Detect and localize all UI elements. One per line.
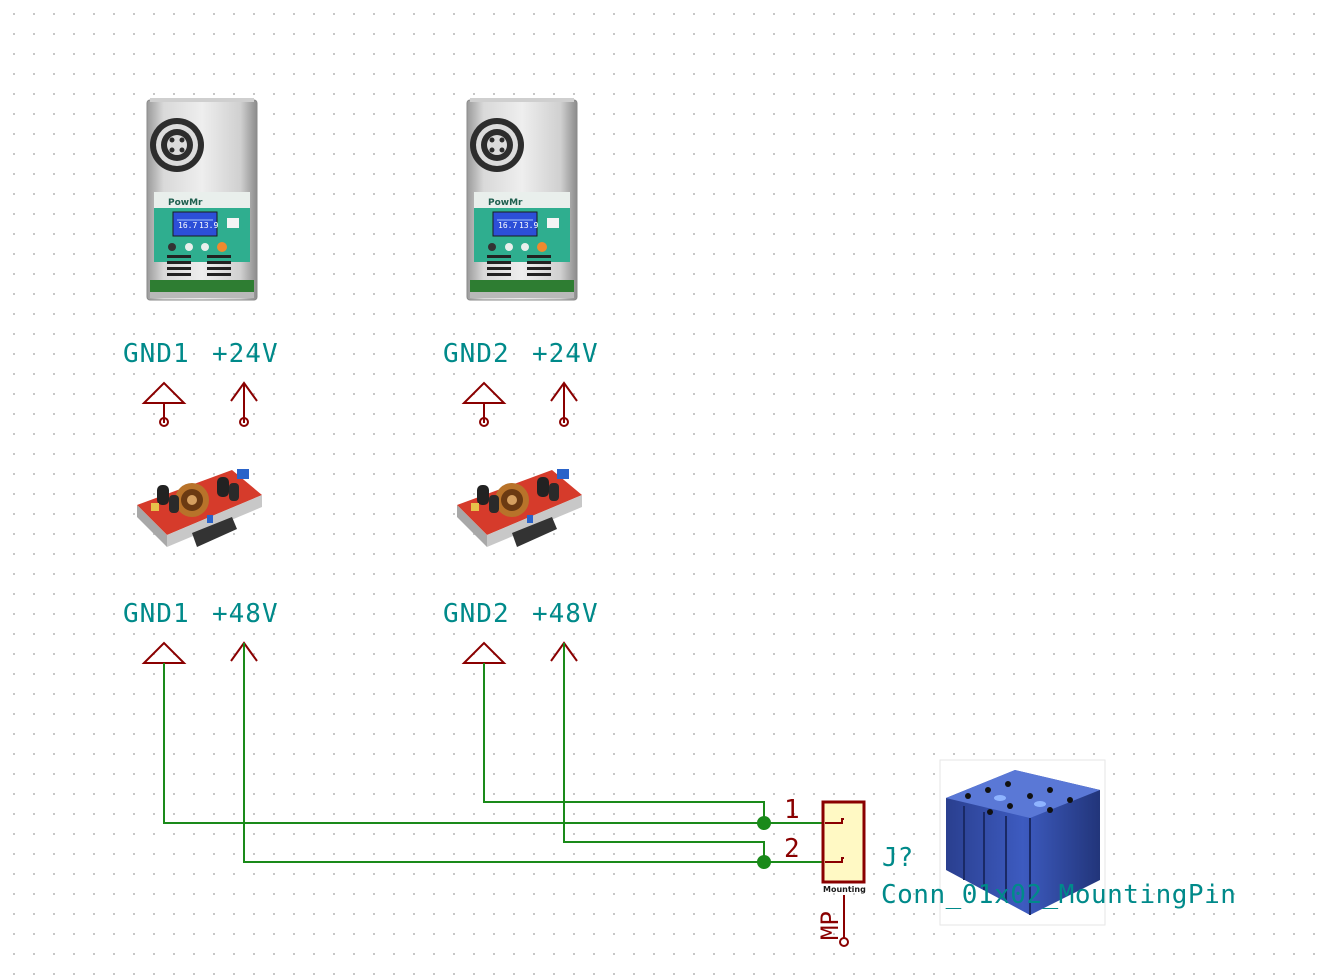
wire-gnd1[interactable] <box>163 663 825 824</box>
battery-pack-image <box>939 759 1106 926</box>
controller-1-brand: PowMr <box>168 198 203 208</box>
connector-reference[interactable]: J? <box>882 843 913 873</box>
wire-48v-1[interactable] <box>243 643 825 863</box>
controller-1-display-left: 16.7 <box>178 221 197 230</box>
controller-1-display-right: 13.9 <box>199 221 218 230</box>
connector-pin2-number: 2 <box>784 834 800 864</box>
boost-converter-1-image <box>137 469 262 547</box>
net-label-gnd1-top[interactable]: GND1 <box>123 339 190 369</box>
vplus24-1-power-symbol[interactable] <box>230 382 258 427</box>
net-label-48v-1[interactable]: +48V <box>212 599 279 629</box>
net-label-gnd1-bottom[interactable]: GND1 <box>123 599 190 629</box>
junction-pin2 <box>757 855 771 869</box>
connector-value[interactable]: Conn_01x02_MountingPin <box>881 880 1236 910</box>
gnd1-top-power-symbol[interactable] <box>143 382 185 427</box>
wire-gnd2[interactable] <box>483 663 765 823</box>
connector-mp-label: MP <box>816 911 844 940</box>
junction-pin1 <box>757 816 771 830</box>
connector-pin1-number: 1 <box>784 795 800 825</box>
controller-2-display-left: 16.7 <box>498 221 517 230</box>
gnd1-bottom-power-symbol[interactable] <box>141 641 187 664</box>
gnd2-bottom-power-symbol[interactable] <box>461 641 507 664</box>
vplus24-2-power-symbol[interactable] <box>550 382 578 427</box>
net-label-gnd2-bottom[interactable]: GND2 <box>443 599 510 629</box>
boost-converter-2-image <box>457 469 582 547</box>
controller-2-display-right: 13.9 <box>519 221 538 230</box>
connector-mounting-label: Mounting <box>823 885 866 894</box>
net-label-24v-2[interactable]: +24V <box>532 339 599 369</box>
net-label-48v-2[interactable]: +48V <box>532 599 599 629</box>
connector-j-symbol[interactable] <box>821 800 866 947</box>
net-label-24v-1[interactable]: +24V <box>212 339 279 369</box>
wire-48v-2[interactable] <box>563 643 765 862</box>
controller-2-brand: PowMr <box>488 198 523 208</box>
gnd2-top-power-symbol[interactable] <box>463 382 505 427</box>
net-label-gnd2-top[interactable]: GND2 <box>443 339 510 369</box>
